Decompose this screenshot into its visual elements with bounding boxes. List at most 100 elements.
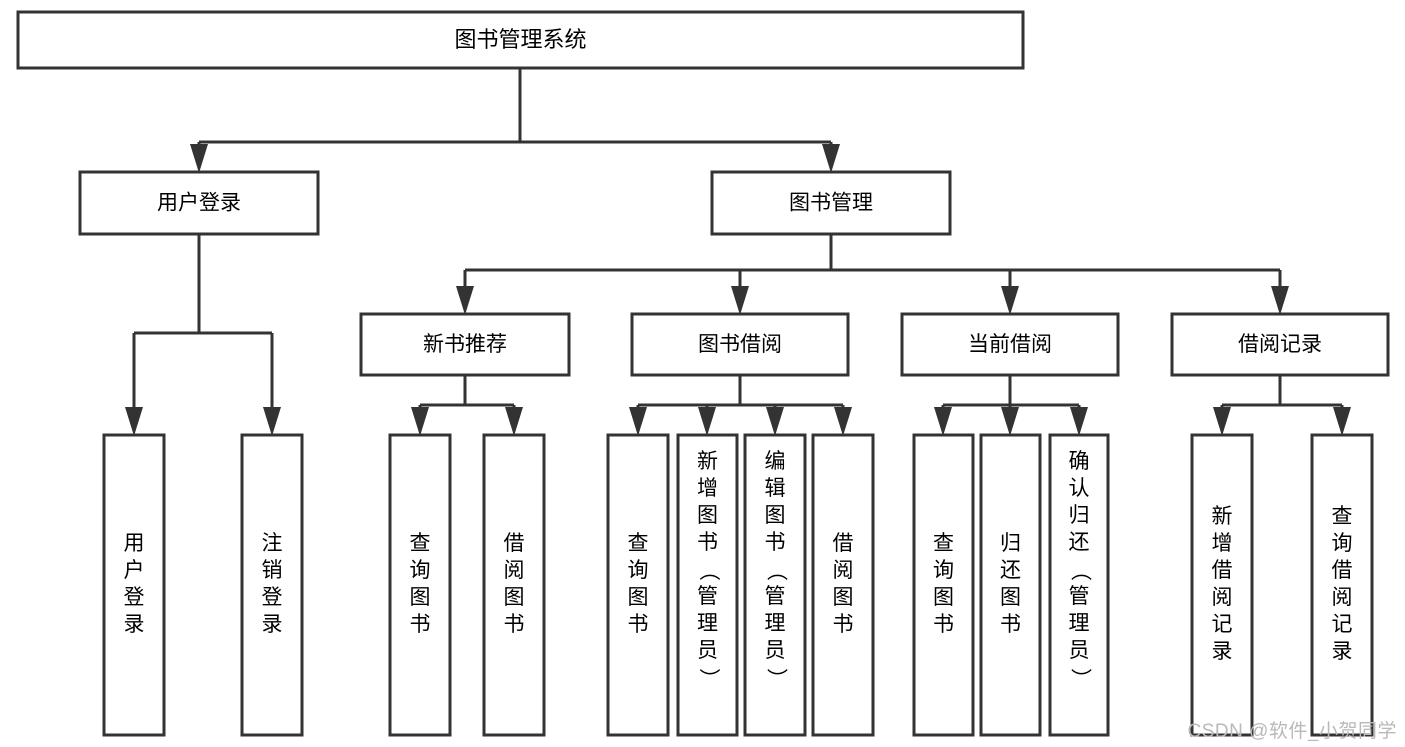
leaf-label-char: 查 [628, 532, 649, 555]
connector-conn-book-borrow-to-leaves [629, 375, 852, 436]
arrow-head-icon [766, 407, 784, 436]
leaf-label-char: 书 [697, 531, 718, 554]
leaf-box[interactable] [811, 433, 875, 737]
leaf-label-char: 图 [410, 586, 431, 609]
node-root[interactable]: 图书管理系统 [16, 10, 1025, 70]
node-box[interactable] [16, 10, 1025, 70]
leaf-box[interactable] [102, 433, 166, 737]
arrow-head-icon [834, 407, 852, 436]
node-label: 图书管理系统 [454, 27, 586, 52]
leaf-box[interactable] [979, 433, 1042, 737]
node-box[interactable] [630, 312, 850, 377]
leaf-label-char: 归 [1000, 532, 1021, 555]
arrow-head-icon [263, 407, 281, 436]
node-book-borrow[interactable]: 图书借阅 [630, 312, 850, 377]
leaf-label-char: 图 [833, 586, 854, 609]
node-leaf-user-login[interactable]: 用户登录 [102, 433, 166, 737]
arrow-head-icon [934, 407, 952, 436]
node-book-manage[interactable]: 图书管理 [710, 170, 952, 236]
leaf-label-char: 编 [765, 450, 786, 473]
node-box[interactable] [1170, 312, 1390, 377]
leaf-label-char: 书 [833, 613, 854, 636]
leaf-label-char: 增 [1212, 532, 1233, 555]
arrow-head-icon [505, 407, 523, 436]
node-layer: 图书管理系统用户登录图书管理新书推荐图书借阅当前借阅借阅记录用户登录注销登录查询… [16, 10, 1390, 737]
leaf-label-char: 录 [1212, 640, 1233, 663]
leaf-box[interactable] [1310, 433, 1374, 737]
leaf-box[interactable] [676, 433, 739, 737]
arrow-head-icon [1213, 407, 1231, 436]
arrow-head-icon [1271, 286, 1289, 315]
leaf-box[interactable] [388, 433, 452, 737]
leaf-label-char: （ [764, 560, 787, 581]
leaf-label-char: ） [697, 668, 720, 689]
node-label: 图书借阅 [698, 333, 782, 356]
leaf-label-char: 理 [765, 612, 786, 635]
leaf-label-char: 记 [1212, 613, 1233, 636]
arrow-head-icon [190, 144, 208, 173]
connector-conn-book-manage-to-level3 [456, 234, 1289, 315]
node-current-borrow[interactable]: 当前借阅 [900, 312, 1120, 377]
leaf-label-char: 确 [1069, 450, 1090, 473]
leaf-label-char: 借 [1332, 559, 1353, 582]
node-box[interactable] [900, 312, 1120, 377]
leaf-label-char: 图 [628, 586, 649, 609]
node-borrow-record[interactable]: 借阅记录 [1170, 312, 1390, 377]
arrow-head-icon [731, 286, 749, 315]
arrow-head-icon [125, 407, 143, 436]
leaf-box[interactable] [1048, 433, 1110, 737]
arrow-head-icon [1070, 407, 1088, 436]
node-new-book-recommend[interactable]: 新书推荐 [359, 312, 571, 377]
leaf-label-char: 阅 [1332, 586, 1353, 609]
leaf-label-char: 图 [765, 504, 786, 527]
node-box[interactable] [78, 170, 320, 236]
leaf-label-char: 借 [504, 532, 525, 555]
leaf-label-char: 登 [124, 586, 145, 609]
leaf-label-char: 借 [833, 532, 854, 555]
leaf-box[interactable] [743, 433, 807, 737]
leaf-label-char: 员 [1069, 639, 1090, 662]
leaf-box[interactable] [606, 433, 670, 737]
leaf-label-char: 管 [1069, 585, 1090, 608]
leaf-label-char: （ [1068, 560, 1091, 581]
leaf-label-char: 图 [504, 586, 525, 609]
leaf-label-char: 询 [628, 559, 649, 582]
node-label: 借阅记录 [1238, 333, 1322, 356]
leaf-label: 用户登录 [124, 532, 145, 636]
leaf-label-char: ） [764, 668, 787, 689]
leaf-label-char: 注 [262, 532, 283, 555]
node-box[interactable] [359, 312, 571, 377]
node-user-login[interactable]: 用户登录 [78, 170, 320, 236]
leaf-label-char: （ [697, 560, 720, 581]
leaf-box[interactable] [482, 433, 546, 737]
leaf-label-char: 理 [697, 612, 718, 635]
connector-conn-user-login-to-leaves [125, 234, 281, 436]
leaf-label-char: 书 [765, 531, 786, 554]
leaf-label-char: 用 [124, 532, 145, 555]
connector-conn-root-to-level2 [190, 68, 840, 173]
node-box[interactable] [710, 170, 952, 236]
leaf-box[interactable] [240, 433, 304, 737]
leaf-box[interactable] [1190, 433, 1254, 737]
leaf-label-char: 查 [410, 532, 431, 555]
leaf-label-char: 销 [262, 559, 283, 582]
leaf-box[interactable] [912, 433, 975, 737]
